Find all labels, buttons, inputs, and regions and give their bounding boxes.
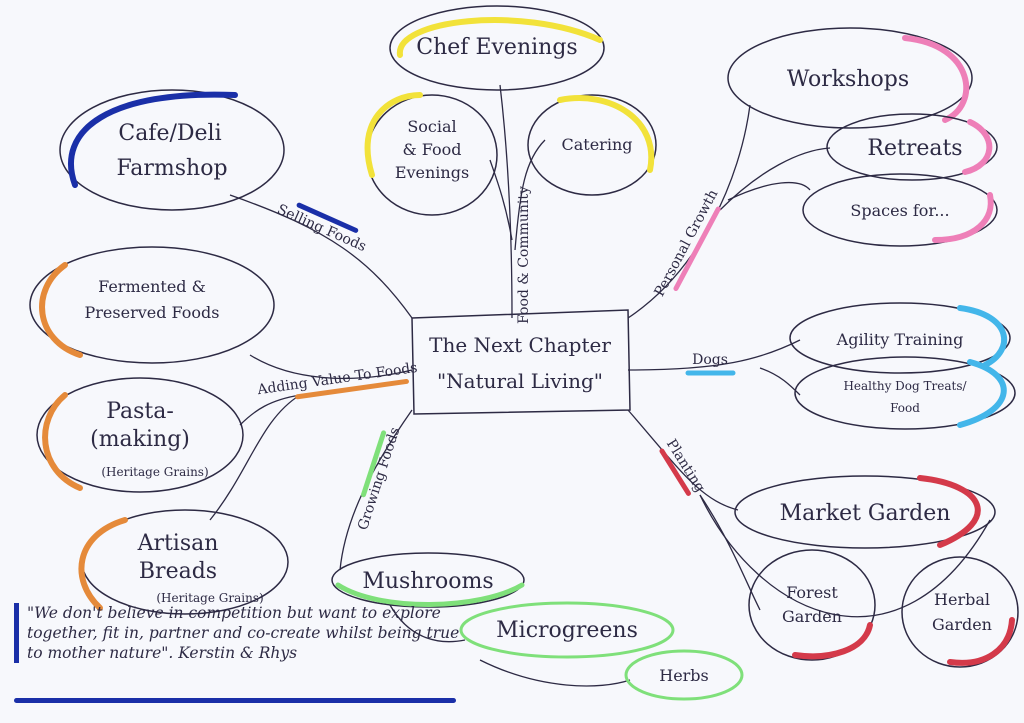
- node-agility: Agility Training: [789, 302, 1011, 374]
- branch-growing-foods: Growing Foods: [355, 425, 403, 532]
- branch-adding-value: Adding Value To Foods: [255, 360, 418, 400]
- herbs-label: Herbs: [659, 666, 709, 685]
- node-pasta: Pasta- (making) (Heritage Grains): [36, 377, 244, 493]
- line-to-dog-treats: [759, 367, 801, 396]
- forest-line2: Garden: [782, 607, 842, 626]
- line-dogs: [627, 339, 801, 371]
- cafe-deli-line2: Farmshop: [116, 156, 227, 181]
- line-to-pasta: [239, 394, 301, 426]
- highlight-yellow: [396, 17, 603, 58]
- highlight-blue: [68, 91, 238, 188]
- branch-selling-foods: Selling Foods: [275, 202, 369, 256]
- personal-growth-label: Personal Growth: [652, 187, 722, 299]
- catering-label: Catering: [562, 135, 633, 154]
- branch-food-community: Food & Community: [516, 186, 532, 324]
- highlight-pink: [932, 192, 994, 243]
- fermented-line2: Preserved Foods: [85, 303, 220, 322]
- node-spaces-for: Spaces for...: [802, 173, 998, 247]
- line-adding-value: [249, 354, 413, 380]
- center-box: The Next Chapter "Natural Living": [411, 309, 631, 415]
- line-to-herbal: [699, 494, 991, 618]
- line-selling-foods: [229, 194, 413, 319]
- branch-dogs: Dogs: [685, 352, 736, 376]
- node-social-food: Social & Food Evenings: [364, 92, 498, 216]
- social-line3: Evenings: [395, 163, 469, 182]
- highlight-red: [792, 622, 873, 660]
- highlight-orange: [42, 392, 83, 491]
- cafe-deli-line1: Cafe/Deli: [118, 121, 221, 146]
- food-community-label: Food & Community: [516, 186, 532, 324]
- pasta-line2: (making): [90, 427, 190, 452]
- spaces-for-label: Spaces for...: [850, 201, 949, 220]
- center-subtitle: "Natural Living": [437, 369, 603, 393]
- highlight-pink: [902, 35, 970, 123]
- workshops-label: Workshops: [787, 67, 909, 92]
- line-to-catering: [514, 139, 546, 251]
- node-cafe-deli: Cafe/Deli Farmshop: [59, 89, 285, 211]
- node-catering: Catering: [527, 94, 657, 196]
- quote-underline: [14, 698, 456, 703]
- nodes: Cafe/Deli Farmshop Chef Evenings Social …: [29, 5, 1019, 701]
- agility-label: Agility Training: [836, 330, 964, 349]
- dog-treats-line1: Healthy Dog Treats/: [843, 379, 967, 393]
- highlight-orange: [78, 517, 128, 611]
- node-microgreens: Microgreens: [459, 601, 675, 659]
- dogs-label: Dogs: [692, 352, 728, 368]
- microgreens-label: Microgreens: [496, 618, 638, 643]
- highlight-green: [335, 582, 525, 607]
- highlight-cyan: [957, 305, 1008, 368]
- herbal-line1: Herbal: [934, 590, 990, 609]
- node-workshops: Workshops: [727, 27, 973, 129]
- line-food-community: [499, 84, 513, 319]
- center-title: The Next Chapter: [429, 333, 611, 357]
- node-retreats: Retreats: [826, 113, 998, 181]
- line-to-social: [489, 159, 513, 241]
- highlight-yellow: [557, 95, 655, 173]
- node-mushrooms: Mushrooms: [331, 552, 525, 608]
- node-herbal-garden: Herbal Garden: [901, 556, 1019, 668]
- line-to-artisan: [209, 394, 301, 521]
- highlight-orange: [39, 262, 83, 358]
- branch-labels: Selling Foods Food & Community Personal …: [255, 186, 736, 532]
- retreats-label: Retreats: [867, 136, 962, 161]
- highlight-cyan: [957, 359, 1007, 428]
- node-herbs: Herbs: [624, 649, 744, 701]
- line-to-spaces: [727, 181, 811, 201]
- line-to-microgreens: [389, 604, 466, 643]
- branch-personal-growth: Personal Growth: [652, 187, 722, 299]
- fermented-line1: Fermented &: [98, 277, 206, 296]
- node-chef-evenings: Chef Evenings: [389, 5, 605, 91]
- chef-evenings-label: Chef Evenings: [416, 35, 577, 60]
- line-to-herbs: [479, 659, 631, 687]
- artisan-line1: Artisan: [137, 531, 219, 556]
- highlight-red: [917, 475, 981, 548]
- herbal-line2: Garden: [932, 615, 992, 634]
- dog-treats-line2: Food: [890, 401, 920, 415]
- quote-text: "We don't believe in competition but wan…: [14, 603, 467, 663]
- forest-line1: Forest: [786, 583, 838, 602]
- node-market-garden: Market Garden: [734, 475, 996, 549]
- node-dog-treats: Healthy Dog Treats/ Food: [794, 356, 1016, 430]
- highlight-pink: [962, 119, 993, 175]
- node-artisan: Artisan Breads (Heritage Grains): [78, 509, 289, 615]
- node-forest-garden: Forest Garden: [748, 549, 876, 661]
- line-to-retreats: [719, 147, 831, 211]
- social-line1: Social: [407, 117, 456, 136]
- highlight-red: [947, 617, 1015, 666]
- pasta-line1: Pasta-: [106, 399, 174, 424]
- pasta-note: (Heritage Grains): [101, 465, 208, 479]
- highlight-yellow: [364, 92, 423, 178]
- market-garden-label: Market Garden: [780, 501, 951, 526]
- branch-planting: Planting: [659, 436, 708, 496]
- mushrooms-label: Mushrooms: [362, 569, 493, 594]
- line-to-forest: [699, 494, 761, 611]
- social-line2: & Food: [402, 140, 461, 159]
- artisan-note: (Heritage Grains): [156, 591, 263, 605]
- line-planting: [627, 409, 739, 511]
- node-fermented: Fermented & Preserved Foods: [29, 246, 275, 364]
- artisan-line2: Breads: [139, 559, 217, 584]
